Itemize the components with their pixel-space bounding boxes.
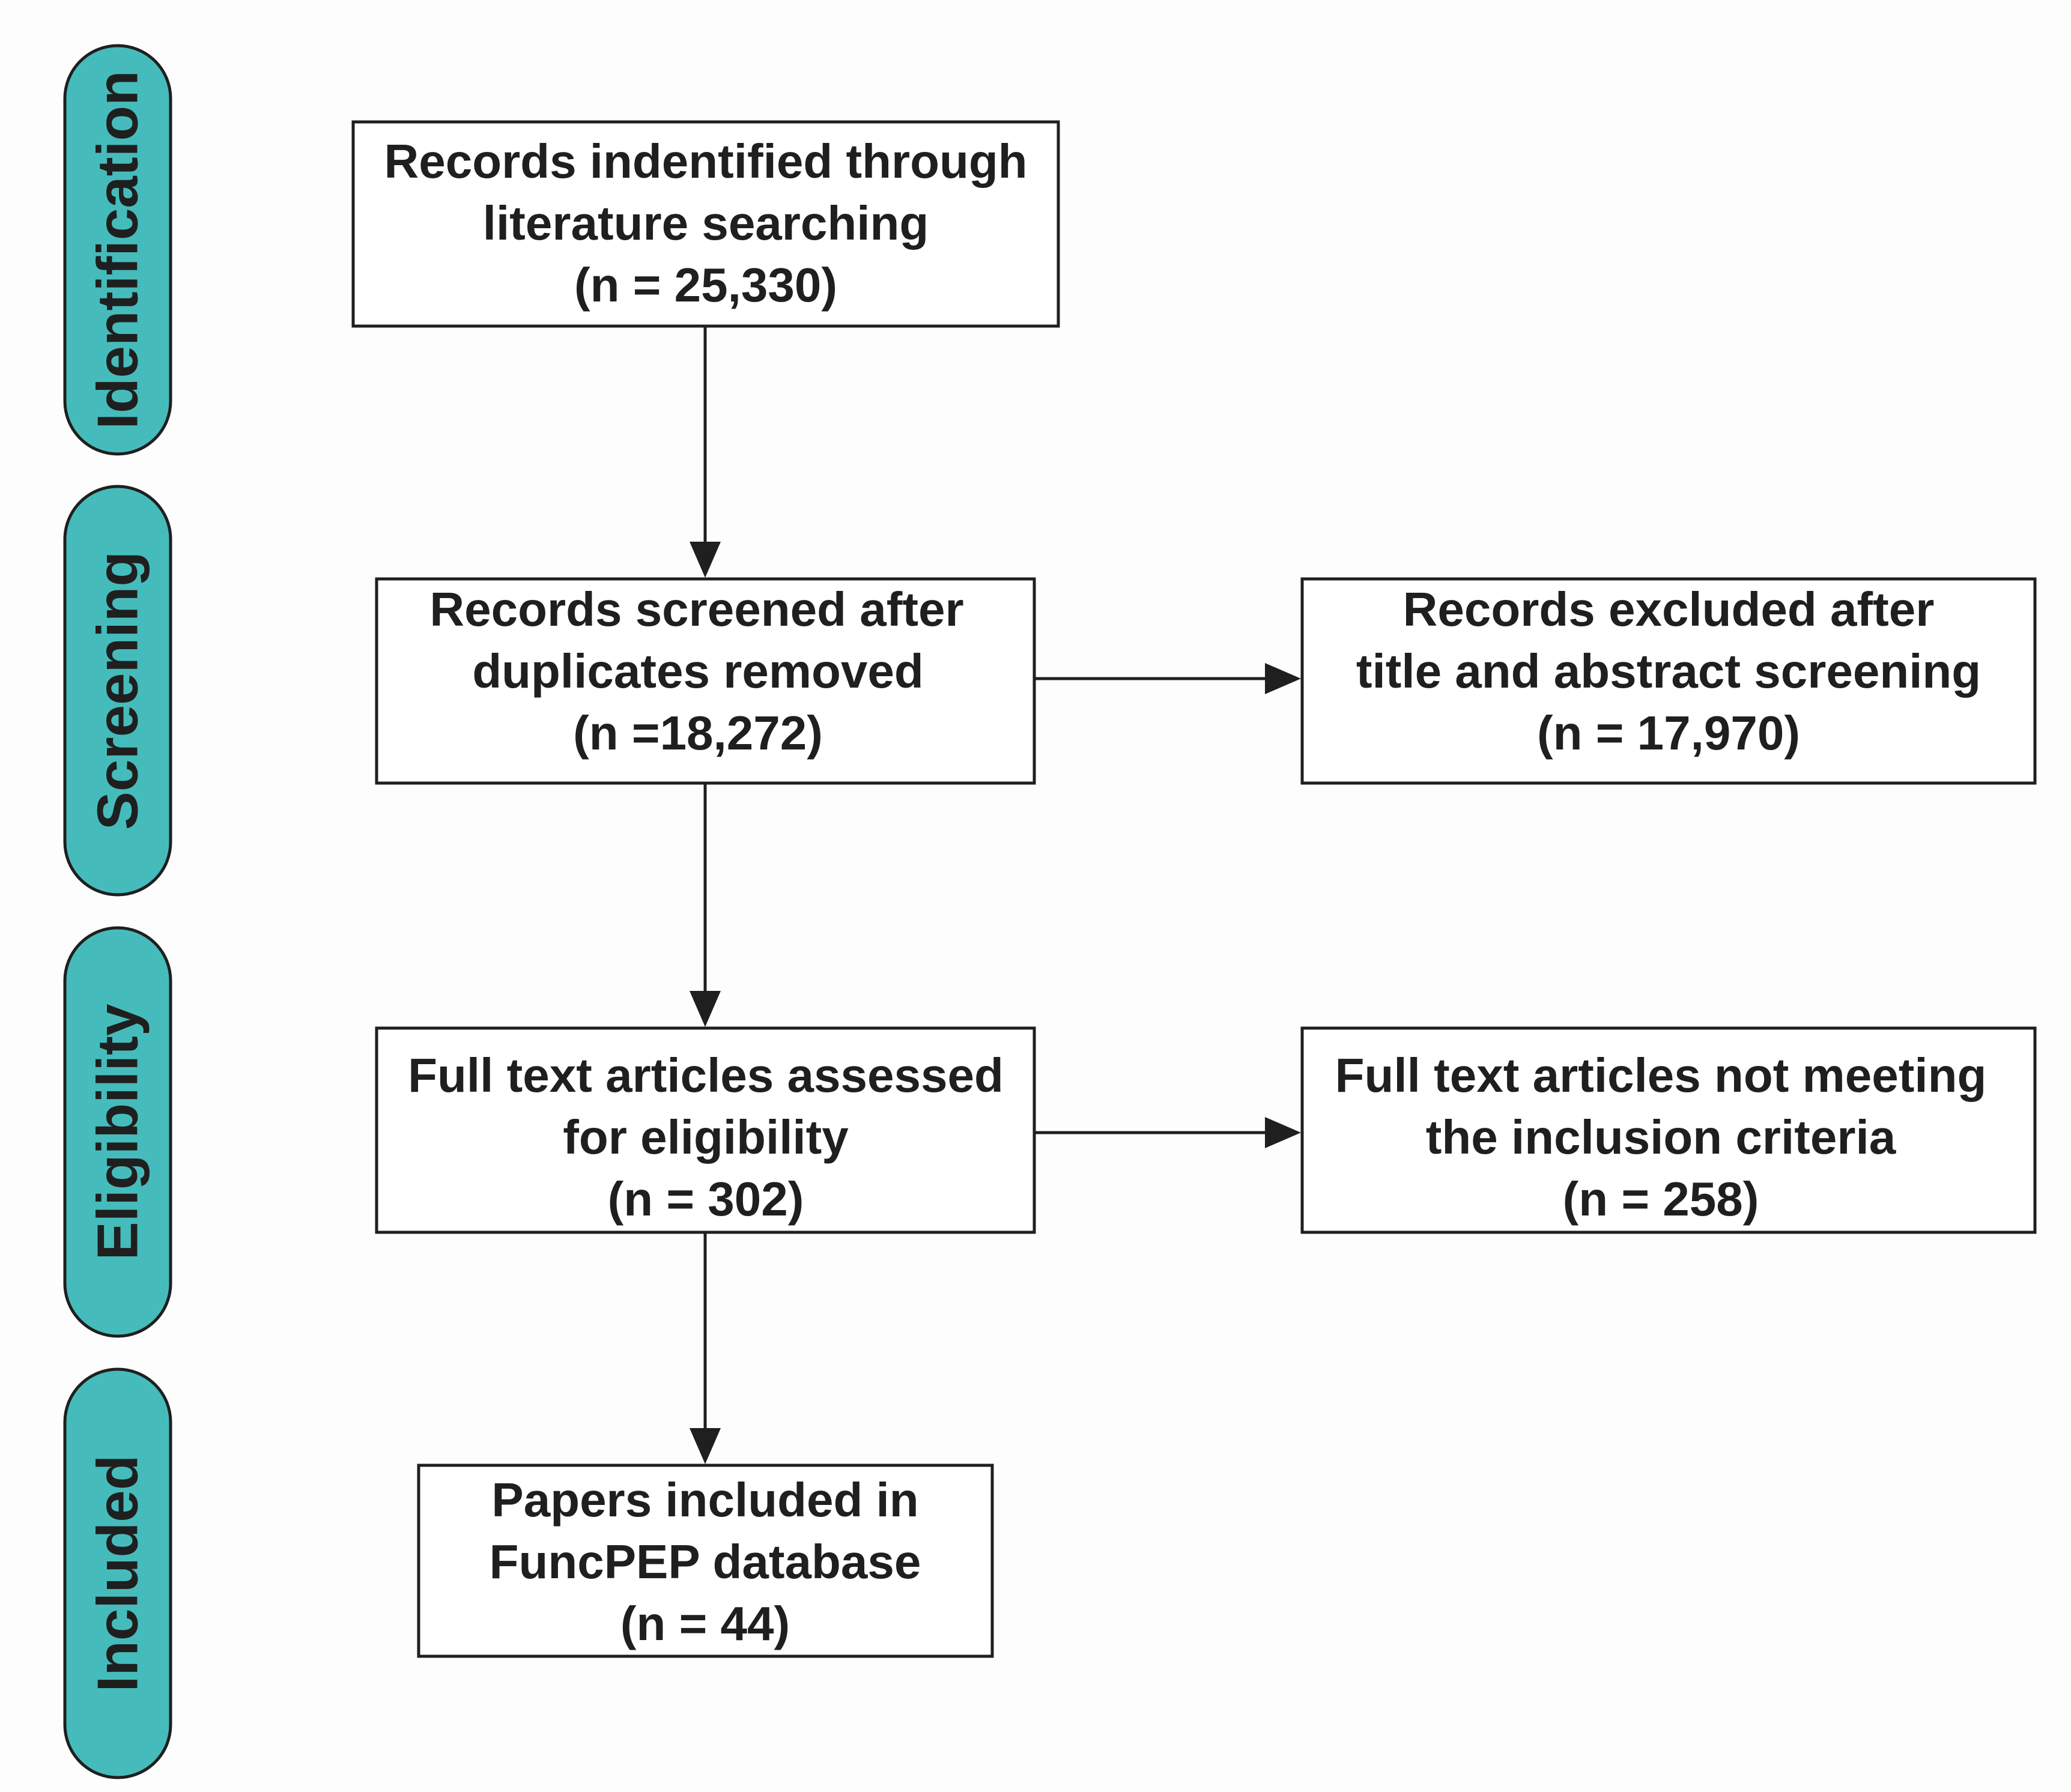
- box-papers-included-line2: FuncPEP database: [490, 1535, 921, 1588]
- box-papers-included-line1: Papers included in: [491, 1473, 918, 1527]
- arrow-assessed-to-not-meeting: [1034, 1117, 1301, 1148]
- box-papers-included-count: (n = 44): [620, 1597, 790, 1650]
- box-full-text-assessed-line2: for eligibility: [563, 1110, 849, 1164]
- box-full-text-assessed-count: (n = 302): [608, 1172, 804, 1226]
- box-records-identified-count: (n = 25,330): [574, 258, 837, 312]
- box-full-text-assessed: Full text articles assessed for eligibil…: [375, 1026, 1036, 1234]
- arrow-screened-to-assessed: [690, 783, 721, 1027]
- box-records-identified: Records indentified through literature s…: [351, 120, 1060, 328]
- stage-eligibility: Eligibility: [63, 926, 172, 1338]
- stage-label-included: Included: [86, 1455, 150, 1692]
- box-full-text-assessed-line1: Full text articles assessed: [408, 1049, 1004, 1102]
- box-records-excluded-line2: title and abstract screening: [1356, 644, 1981, 698]
- box-records-excluded: Records excluded after title and abstrac…: [1300, 577, 2037, 785]
- box-full-text-not-meeting-count: (n = 258): [1563, 1172, 1759, 1226]
- stage-identification: Identification: [63, 44, 172, 456]
- box-records-identified-line2: literature searching: [483, 196, 929, 250]
- box-full-text-not-meeting: Full text articles not meeting the inclu…: [1300, 1026, 2037, 1234]
- stage-label-eligibility: Eligibility: [86, 1004, 150, 1261]
- box-full-text-not-meeting-line1: Full text articles not meeting: [1335, 1049, 1987, 1102]
- stage-included: Included: [63, 1367, 172, 1779]
- box-records-screened: Records screened after duplicates remove…: [375, 577, 1036, 785]
- stage-label-identification: Identification: [86, 70, 150, 429]
- box-records-screened-line1: Records screened after: [429, 583, 963, 636]
- box-records-excluded-count: (n = 17,970): [1537, 706, 1800, 760]
- stage-label-screening: Screening: [86, 551, 150, 830]
- arrow-screened-to-excluded: [1034, 663, 1301, 694]
- box-papers-included: Papers included in FuncPEP database (n =…: [417, 1464, 994, 1658]
- box-records-excluded-line1: Records excluded after: [1403, 583, 1935, 636]
- box-records-identified-line1: Records indentified through: [384, 135, 1027, 188]
- box-full-text-not-meeting-line2: the inclusion criteria: [1426, 1110, 1896, 1164]
- arrow-identified-to-screened: [690, 326, 721, 578]
- box-records-screened-count: (n =18,272): [573, 706, 823, 760]
- box-records-screened-line2: duplicates removed: [472, 644, 923, 698]
- arrow-assessed-to-included: [690, 1232, 721, 1464]
- stage-screening: Screening: [63, 485, 172, 897]
